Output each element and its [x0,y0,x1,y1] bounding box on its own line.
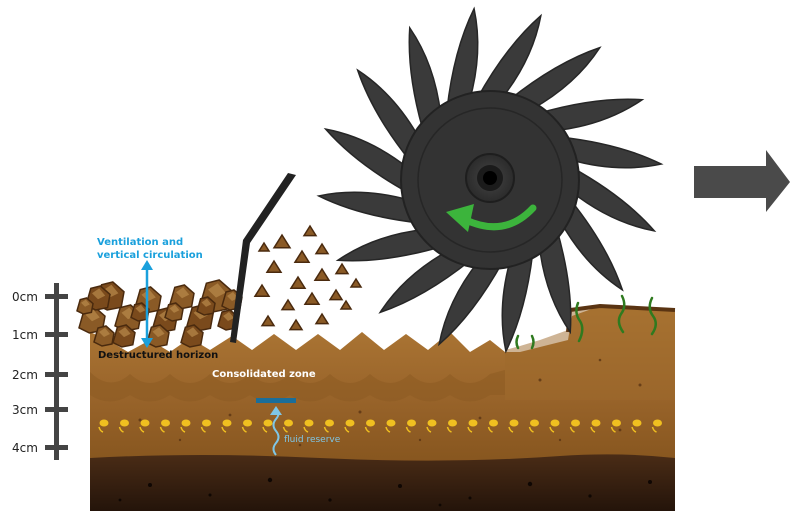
depth-scale: 0cm 1cm 2cm 3cm 4cm [12,283,68,460]
scale-label: 4cm [12,441,38,455]
soil-fragment [315,269,329,280]
soil-fragment [336,264,348,274]
soil-fragment [262,316,274,326]
scale-label: 0cm [12,290,38,304]
soil-fragment [282,300,294,310]
soil-fragment [274,235,290,248]
grass-tuft [517,336,519,348]
scale-bar [54,283,59,460]
seed [469,420,478,427]
scale-tick [45,332,68,337]
seed [100,420,109,427]
scale-tick [45,372,68,377]
seed [366,420,375,427]
soil-fragment [351,279,361,287]
soil-fragment [255,285,269,296]
scale-label: 1cm [12,328,38,342]
grass-tuft [532,336,534,348]
aerator-wheel [319,9,662,352]
consolidated-zone-label: Consolidated zone [212,369,316,380]
destructured-horizon-label: Destructured horizon [98,350,218,361]
soil-fragment [305,293,319,304]
seed [387,420,396,427]
seed [346,420,355,427]
seed [325,420,334,427]
seed [264,420,273,427]
soil-fragment [341,301,351,309]
reserve-marker-bar [256,398,296,403]
seed [284,420,293,427]
seed [510,420,519,427]
soil-fragment [290,320,302,330]
soil-fragment [291,277,305,288]
seed [120,420,129,427]
seed [489,420,498,427]
scale-label: 3cm [12,403,38,417]
ventilation-label-line2: vertical circulation [97,250,203,261]
seed [202,420,211,427]
soil-fragment [295,251,309,262]
fluid-reserve-label: fluid reserve [284,435,341,445]
ventilation-label-line1: Ventilation and [97,237,183,248]
flying-soil-fragments [255,226,361,330]
seed [141,420,150,427]
seed [551,420,560,427]
soil-profile [90,306,675,511]
seed [653,420,662,427]
seed [592,420,601,427]
seed [428,420,437,427]
scale-label: 2cm [12,368,38,382]
soil-clods [77,280,242,347]
wheel-axle-hole [483,171,497,185]
right-arrow-icon [694,150,790,212]
soil-fragment [304,226,316,236]
seed [571,420,580,427]
seed [407,420,416,427]
undisturbed-soil-bank [505,306,675,400]
scale-tick [45,445,68,450]
scale-tick [45,407,68,412]
seed [448,420,457,427]
seed [223,420,232,427]
seed [530,420,539,427]
seed [161,420,170,427]
soil-fragment [330,290,342,300]
soil-fragment [316,314,328,324]
seed [182,420,191,427]
soil-deep-layer [90,454,675,511]
soil-fragment [267,261,281,272]
seed [633,420,642,427]
seed [612,420,621,427]
soil-fragment [316,244,328,254]
seed [305,420,314,427]
arrow-head-up [141,260,153,270]
cutting-blade [230,173,296,343]
soil-fragment [259,243,269,251]
seed [243,420,252,427]
scale-tick [45,294,68,299]
